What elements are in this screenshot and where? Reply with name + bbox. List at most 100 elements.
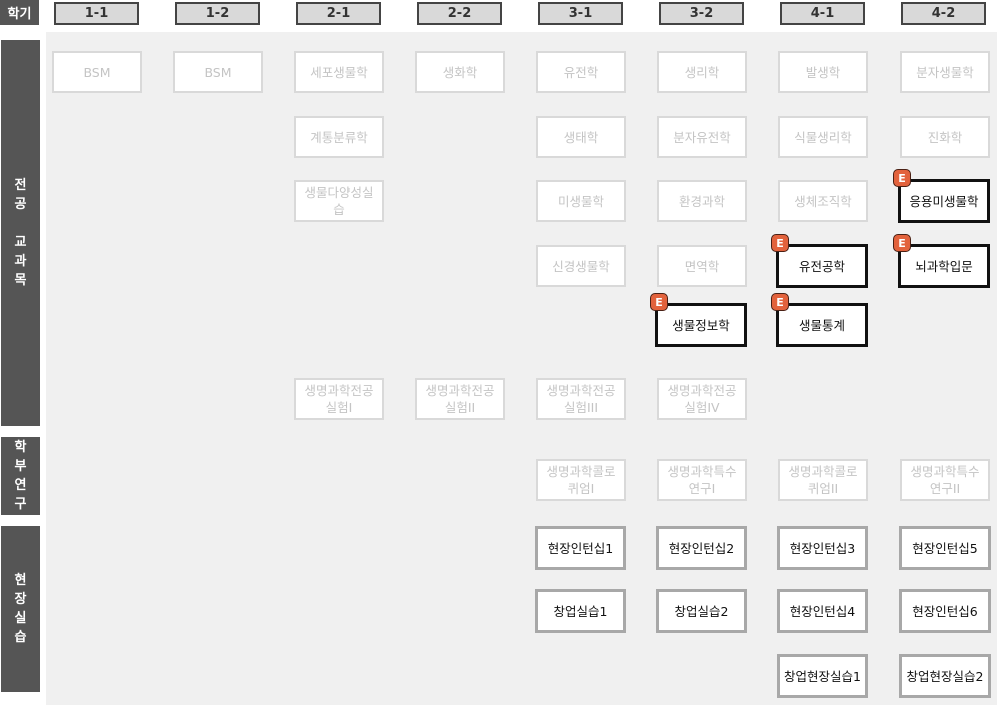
course-label: 응용미생물학 bbox=[909, 193, 979, 209]
course-biodiversity-lab[interactable]: 생물다양성실습 bbox=[294, 180, 384, 222]
course-label: 유전학 bbox=[563, 64, 599, 80]
course-label: 생물다양성실습 bbox=[304, 185, 374, 217]
course-label: 생명과학콜로퀴엄II bbox=[788, 464, 858, 496]
course-label: 환경과학 bbox=[678, 193, 725, 209]
course-bsm-1-1[interactable]: BSM bbox=[52, 51, 142, 93]
course-biostatistics[interactable]: E 생물통계 bbox=[771, 293, 868, 347]
course-biochemistry[interactable]: 생화학 bbox=[415, 51, 505, 93]
category-undergrad-research: 학 부 연 구 bbox=[1, 437, 40, 515]
course-embryology[interactable]: 발생학 bbox=[778, 51, 868, 93]
course-special-research-1[interactable]: 생명과학특수연구I bbox=[657, 459, 747, 501]
course-label: 유전공학 bbox=[798, 258, 845, 274]
category-field-practice-label: 현 장 실 습 bbox=[14, 573, 27, 645]
course-label: 현장인턴십6 bbox=[912, 603, 978, 619]
course-major-lab-3[interactable]: 생명과학전공실험III bbox=[536, 378, 626, 420]
course-label: 생물통계 bbox=[798, 317, 845, 333]
course-label: 생명과학전공실험III bbox=[546, 383, 616, 415]
category-undergrad-research-label: 학 부 연 구 bbox=[14, 440, 27, 512]
course-startup-practice-1[interactable]: 창업실습1 bbox=[535, 589, 626, 633]
course-field-internship-5[interactable]: 현장인턴십5 bbox=[899, 526, 991, 570]
course-label: 생명과학전공실험IV bbox=[667, 383, 737, 415]
course-cell-biology[interactable]: 세포생물학 bbox=[294, 51, 384, 93]
semester-4-1: 4-1 bbox=[780, 2, 865, 25]
course-label: 분자유전학 bbox=[673, 129, 731, 145]
course-histology[interactable]: 생체조직학 bbox=[778, 180, 868, 222]
course-startup-field-practice-1[interactable]: 창업현장실습1 bbox=[777, 654, 868, 698]
course-field-internship-3[interactable]: 현장인턴십3 bbox=[777, 526, 868, 570]
elective-e-badge-icon: E bbox=[771, 234, 789, 252]
course-label: 창업현장실습2 bbox=[906, 668, 984, 684]
course-special-research-2[interactable]: 생명과학특수연구II bbox=[900, 459, 990, 501]
course-genetic-engineering[interactable]: E 유전공학 bbox=[771, 234, 868, 288]
course-label: 생명과학특수연구II bbox=[910, 464, 980, 496]
course-applied-microbiology[interactable]: E 응용미생물학 bbox=[893, 169, 990, 223]
course-neurobiology[interactable]: 신경생물학 bbox=[536, 245, 626, 287]
course-microbiology[interactable]: 미생물학 bbox=[536, 180, 626, 222]
elective-e-badge-icon: E bbox=[893, 234, 911, 252]
course-physiology[interactable]: 생리학 bbox=[657, 51, 747, 93]
course-molecular-biology[interactable]: 분자생물학 bbox=[900, 51, 990, 93]
category-major-courses-label: 전 공 교 과 목 bbox=[14, 178, 27, 288]
course-plant-physiology[interactable]: 식물생리학 bbox=[778, 116, 868, 158]
category-major-courses: 전 공 교 과 목 bbox=[1, 40, 40, 426]
course-startup-field-practice-2[interactable]: 창업현장실습2 bbox=[899, 654, 991, 698]
course-label: 현장인턴십1 bbox=[547, 540, 614, 556]
semester-1-2: 1-2 bbox=[175, 2, 260, 25]
course-startup-practice-2[interactable]: 창업실습2 bbox=[656, 589, 747, 633]
course-field-internship-4[interactable]: 현장인턴십4 bbox=[777, 589, 868, 633]
course-major-lab-4[interactable]: 생명과학전공실험IV bbox=[657, 378, 747, 420]
course-label: 창업현장실습1 bbox=[784, 668, 861, 684]
course-ecology[interactable]: 생태학 bbox=[536, 116, 626, 158]
course-label: 분자생물학 bbox=[916, 64, 974, 80]
semester-2-1: 2-1 bbox=[296, 2, 381, 25]
course-label: 현장인턴십5 bbox=[912, 540, 978, 556]
course-label: 미생물학 bbox=[557, 193, 604, 209]
course-label: 면역학 bbox=[684, 258, 720, 274]
course-label: 생화학 bbox=[442, 64, 478, 80]
course-field-internship-6[interactable]: 현장인턴십6 bbox=[899, 589, 991, 633]
elective-e-badge-icon: E bbox=[771, 293, 789, 311]
course-label: 생리학 bbox=[684, 64, 720, 80]
course-label: BSM bbox=[83, 64, 111, 80]
semester-3-2: 3-2 bbox=[659, 2, 744, 25]
course-label: 계통분류학 bbox=[310, 129, 368, 145]
course-label: 현장인턴십3 bbox=[789, 540, 856, 556]
course-label: 현장인턴십2 bbox=[668, 540, 735, 556]
course-colloquium-1[interactable]: 생명과학콜로퀴엄I bbox=[536, 459, 626, 501]
category-field-practice: 현 장 실 습 bbox=[1, 526, 40, 692]
course-label: 생물정보학 bbox=[672, 317, 730, 333]
course-label: 뇌과학입문 bbox=[915, 258, 973, 274]
course-bioinformatics[interactable]: E 생물정보학 bbox=[650, 293, 747, 347]
course-bsm-1-2[interactable]: BSM bbox=[173, 51, 263, 93]
course-field-internship-2[interactable]: 현장인턴십2 bbox=[656, 526, 747, 570]
course-label: 창업실습2 bbox=[674, 603, 729, 619]
course-systematics[interactable]: 계통분류학 bbox=[294, 116, 384, 158]
course-field-internship-1[interactable]: 현장인턴십1 bbox=[535, 526, 626, 570]
course-genetics[interactable]: 유전학 bbox=[536, 51, 626, 93]
course-label: 창업실습1 bbox=[553, 603, 608, 619]
course-label: 신경생물학 bbox=[552, 258, 610, 274]
semester-3-1: 3-1 bbox=[538, 2, 623, 25]
course-major-lab-1[interactable]: 생명과학전공실험I bbox=[294, 378, 384, 420]
course-label: BSM bbox=[204, 64, 232, 80]
course-label: 세포생물학 bbox=[310, 64, 368, 80]
course-intro-brain-science[interactable]: E 뇌과학입문 bbox=[893, 234, 990, 288]
course-label: 생명과학특수연구I bbox=[667, 464, 737, 496]
course-colloquium-2[interactable]: 생명과학콜로퀴엄II bbox=[778, 459, 868, 501]
course-molecular-genetics[interactable]: 분자유전학 bbox=[657, 116, 747, 158]
course-major-lab-2[interactable]: 생명과학전공실험II bbox=[415, 378, 505, 420]
semester-header-label: 학기 bbox=[0, 0, 39, 25]
course-immunology[interactable]: 면역학 bbox=[657, 245, 747, 287]
semester-1-1: 1-1 bbox=[54, 2, 139, 25]
course-label: 생체조직학 bbox=[794, 193, 852, 209]
course-label: 진화학 bbox=[927, 129, 963, 145]
semester-2-2: 2-2 bbox=[417, 2, 502, 25]
elective-e-badge-icon: E bbox=[650, 293, 668, 311]
course-label: 생명과학전공실험II bbox=[425, 383, 495, 415]
elective-e-badge-icon: E bbox=[893, 169, 911, 187]
semester-4-2: 4-2 bbox=[901, 2, 986, 25]
course-label: 생명과학콜로퀴엄I bbox=[546, 464, 616, 496]
course-label: 생태학 bbox=[563, 129, 599, 145]
course-environmental-science[interactable]: 환경과학 bbox=[657, 180, 747, 222]
course-evolution[interactable]: 진화학 bbox=[900, 116, 990, 158]
